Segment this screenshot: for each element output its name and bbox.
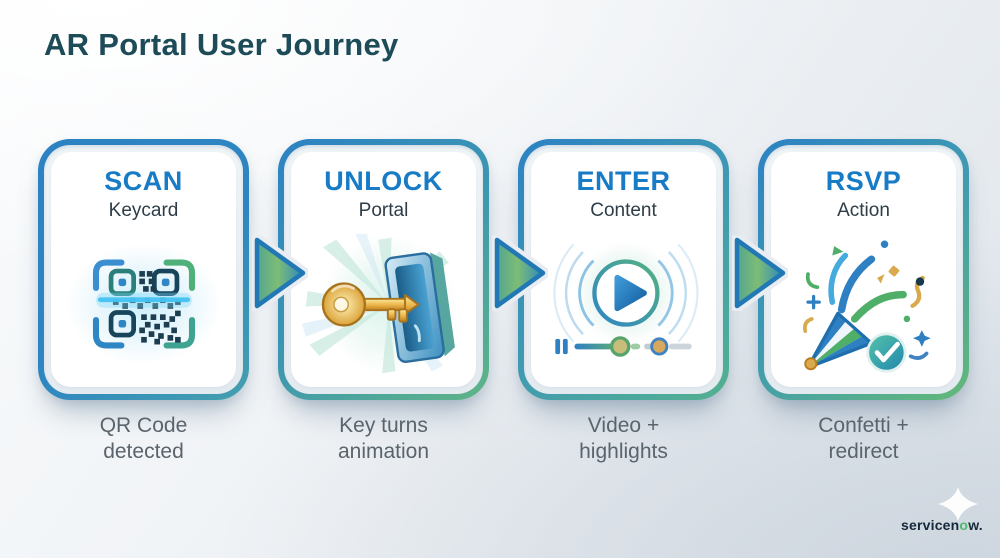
step-card-rsvp: RSVP Action [758,139,969,400]
caption-line: Confetti + [818,414,909,437]
qr-scan-icon [51,222,236,387]
step-card-enter: ENTER Content [518,139,729,400]
arrow-right-icon [252,235,308,311]
caption-line: QR Code [99,414,188,437]
step-card-unlock: UNLOCK Portal [278,139,489,400]
step-sublabel-unlock: Portal [358,199,409,221]
step-card-rsvp-face: RSVP Action [771,152,956,387]
step-caption-rsvp: Confetti + redirect [758,413,969,464]
caption-line: detected [103,439,184,463]
step-label-enter: ENTER [576,166,671,196]
step-label-scan: SCAN [104,166,183,196]
caption-line: Key turns [339,414,428,437]
step-caption-scan: QR Code detected [38,413,249,464]
caption-line: redirect [828,439,899,463]
caption-line: Video + [587,414,660,437]
step-caption-enter: Video + highlights [518,413,729,464]
servicenow-wordmark: servicenow. [901,517,983,533]
servicenow-mark-icon [938,487,978,521]
confetti-check-icon [771,222,956,387]
wordmark-text: w. [968,517,983,533]
wordmark-text: servicen [901,517,960,533]
step-sublabel-scan: Keycard [108,199,179,221]
video-play-icon [531,222,716,387]
step-card-unlock-frame: UNLOCK Portal [284,145,483,394]
step-caption-unlock: Key turns animation [278,413,489,464]
step-card-scan-face: SCAN Keycard [51,152,236,387]
step-sublabel-rsvp: Action [837,199,890,221]
step-label-unlock: UNLOCK [324,166,443,196]
key-portal-icon [291,222,476,387]
step-card-enter-face: ENTER Content [531,152,716,387]
step-card-scan-frame: SCAN Keycard [44,145,243,394]
step-card-unlock-face: UNLOCK Portal [291,152,476,387]
arrow-right-icon [732,235,788,311]
step-sublabel-enter: Content [590,199,657,221]
page-title: AR Portal User Journey [44,27,399,62]
step-card-enter-frame: ENTER Content [524,145,723,394]
step-card-rsvp-frame: RSVP Action [764,145,963,394]
step-card-scan: SCAN Keycard [38,139,249,400]
caption-line: highlights [579,439,668,463]
caption-line: animation [337,439,430,463]
step-label-rsvp: RSVP [825,166,902,196]
arrow-right-icon [492,235,548,311]
wordmark-green-o: o [959,517,969,533]
